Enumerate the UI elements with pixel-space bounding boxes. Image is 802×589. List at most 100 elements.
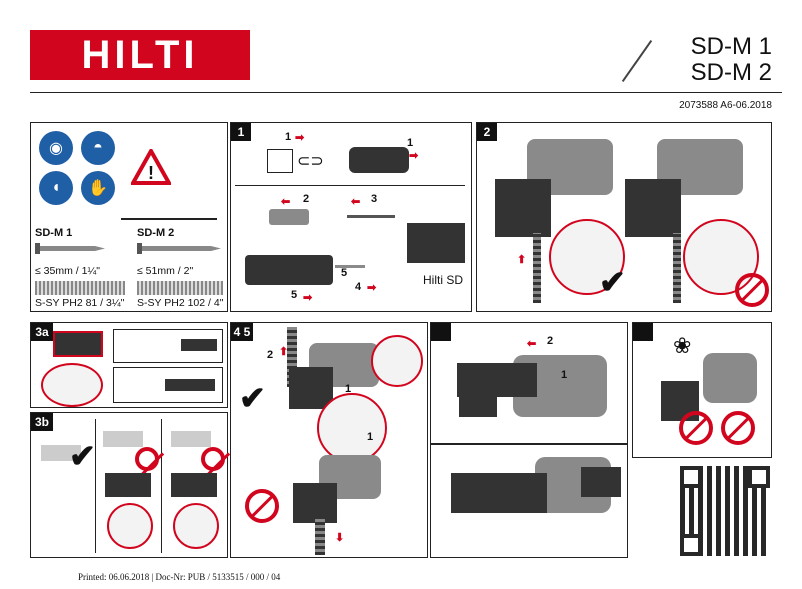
step-number: 1	[345, 383, 352, 395]
screw-driver-image	[165, 379, 215, 391]
red-arrow-icon: ➡	[295, 132, 305, 144]
panel-tag	[633, 323, 653, 341]
sdm2-length: ≤ 51mm / 2"	[137, 265, 194, 277]
step-number: 3	[371, 193, 378, 205]
panel-tag: 3b	[31, 413, 53, 431]
tool-body-image	[581, 467, 621, 497]
document-number: 2073588 A6-06.2018	[679, 100, 772, 111]
panel-tag	[431, 323, 451, 341]
tool-body-image	[349, 147, 409, 173]
tool-head-image	[703, 353, 757, 403]
detail-magnifier	[317, 393, 387, 463]
detail-magnifier	[173, 503, 219, 549]
step-number: 2	[267, 349, 274, 361]
panel-tag: 1	[231, 123, 251, 141]
step-number: 5	[341, 267, 348, 279]
panel-tag: 2	[477, 123, 497, 141]
bit-image	[347, 215, 395, 218]
detail-magnifier	[549, 219, 625, 295]
red-arrow-icon: ➡	[303, 292, 313, 304]
step-panel-6: ❀	[632, 322, 772, 458]
step-panel-3b: 3b ✔	[30, 412, 228, 558]
step-number: 1	[561, 369, 568, 381]
screw-strip-2	[137, 281, 223, 295]
red-arrow-up-icon: ⬆	[517, 254, 527, 266]
screw-strip-image	[287, 327, 297, 387]
screw-icon-1	[35, 243, 105, 254]
sdm2-title: SD-M 2	[137, 227, 175, 239]
magazine-image	[245, 255, 333, 285]
tool-nose-image	[105, 473, 151, 497]
red-arrow-icon: ⬅	[281, 196, 291, 208]
screw-strip-image	[673, 233, 681, 303]
screw-driver-image	[181, 339, 217, 351]
divider	[161, 419, 162, 553]
screw-icon-2	[137, 243, 221, 254]
sdm2-screw: S-SY PH2 102 / 4"	[137, 297, 224, 309]
magazine-image	[457, 363, 537, 397]
prohibited-icon	[735, 273, 769, 307]
hilti-sd-tool-image	[407, 223, 465, 263]
checkmark-icon: ✔	[239, 380, 266, 416]
material-block	[103, 431, 143, 447]
step-panel-1: 1 1 ➡ ⊂⊃ 1 ➡ ⬅ 2 ⬅ 3 5 4 ➡ 5 ➡ Hilti SD	[230, 122, 472, 312]
plug-icon: ⊂⊃	[297, 153, 324, 170]
no-cleaning-spray-icon	[679, 411, 713, 445]
magazine-image	[293, 483, 337, 523]
red-arrow-icon: ⬅	[527, 338, 537, 350]
water-spray-icon: ❀	[673, 333, 692, 358]
step-number: 1	[367, 431, 374, 443]
ear-protection-icon: ◖	[39, 171, 73, 205]
material-block	[41, 445, 81, 461]
hard-hat-icon: ◓	[81, 131, 115, 165]
divider	[431, 443, 627, 445]
material-block	[171, 431, 211, 447]
detail-box	[113, 329, 223, 363]
step-number: 2	[303, 193, 310, 205]
step-number: 1	[285, 131, 292, 143]
svg-text:!: !	[148, 163, 154, 183]
detail-magnifier	[107, 503, 153, 549]
step-number: 1	[407, 137, 414, 149]
magazine-image	[289, 367, 333, 409]
bit-image	[335, 265, 365, 268]
nose-piece-image	[269, 209, 309, 225]
step-panel-2: 2 ✔ ⬆	[476, 122, 772, 312]
step-panel-3a: 3a	[30, 322, 228, 408]
checkmark-icon: ✔	[69, 438, 96, 474]
red-arrow-down-icon: ⬇	[335, 532, 345, 544]
nose-piece-image	[459, 393, 497, 417]
panel-tag: 4 5	[231, 323, 253, 341]
step-number: 4	[355, 281, 362, 293]
warning-triangle-icon: !	[131, 149, 171, 185]
sdm1-screw: S-SY PH2 81 / 3¼"	[35, 297, 125, 309]
screw-strip-1	[35, 281, 125, 295]
tool-nose-image	[53, 331, 103, 357]
red-arrow-icon: ➡	[367, 282, 377, 294]
safety-panel: ◉ ◓ ◖ ✋ ! SD-M 1 SD-M 2 ≤ 35mm / 1¼" ≤ 5…	[30, 122, 228, 312]
step-panel-5: ⬅ 2 1	[430, 322, 628, 558]
divider	[95, 419, 96, 553]
screw-strip-image	[315, 519, 325, 555]
divider	[121, 218, 217, 220]
power-socket-icon	[267, 149, 293, 173]
tool-nose-image	[171, 473, 217, 497]
sdm1-title: SD-M 1	[35, 227, 73, 239]
divider	[235, 185, 465, 186]
red-arrow-icon: ⬅	[351, 196, 361, 208]
hilti-logo: HILTI	[30, 30, 250, 80]
step-panel-4: 4 5 2 ⬆ ✔ 1 1 ⬇	[230, 322, 428, 558]
screw-strip-image	[533, 233, 541, 303]
magazine-image	[625, 179, 681, 237]
detail-magnifier	[41, 363, 103, 407]
qr-code[interactable]	[680, 466, 770, 556]
model-title-2: SD-M 2	[690, 59, 772, 86]
hilti-sd-label: Hilti SD	[423, 273, 464, 287]
header-rule	[30, 92, 782, 93]
red-arrow-icon: ➡	[409, 150, 419, 162]
prohibited-icon	[245, 489, 279, 523]
panel-tag: 3a	[31, 323, 53, 341]
prohibited-icon	[201, 447, 225, 471]
header-divider-slash	[621, 39, 653, 83]
magazine-image	[451, 473, 547, 513]
